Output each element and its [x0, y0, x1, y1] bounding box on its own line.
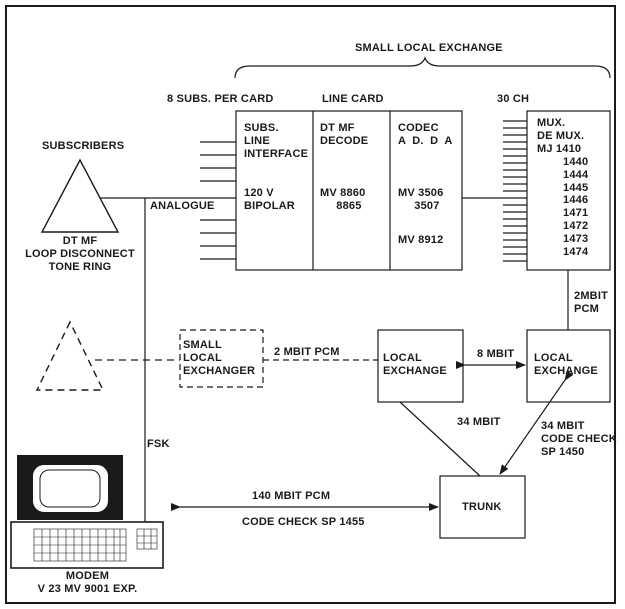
analogue-label: ANALOGUE — [150, 200, 215, 212]
diagram-frame — [5, 5, 616, 604]
codec-chip-label: MV 3506 3507 — [398, 187, 444, 212]
small-local-exchange-label: SMALL LOCAL EXCHANGE — [355, 42, 503, 54]
modem-caption: MODEM V 23 MV 9001 EXP. — [37, 570, 138, 595]
fsk-label: FSK — [147, 438, 170, 450]
link-140mbit-check-label: CODE CHECK SP 1455 — [242, 516, 365, 528]
remote-subscribers-triangle — [35, 320, 105, 391]
subscriber-line-stubs — [200, 141, 236, 260]
subscribers-caption: DT MF LOOP DISCONNECT TONE RING — [25, 235, 135, 273]
channels-label: 30 CH — [497, 93, 530, 105]
mux-link-label: 2MBIT PCM — [574, 290, 608, 315]
line-card-label: LINE CARD — [322, 93, 384, 105]
mux-channel-stubs — [503, 120, 527, 262]
codec-label: CODEC A D. D A — [398, 122, 453, 147]
link-8mbit-label: 8 MBIT — [477, 348, 515, 360]
local-exchange-1-label: LOCAL EXCHANGE — [383, 352, 447, 377]
subscribers-triangle — [40, 158, 120, 233]
line-card-box — [235, 110, 463, 271]
trunk-box — [439, 475, 526, 539]
subscribers-label: SUBSCRIBERS — [42, 140, 125, 152]
dtmf-decode-label: DT MF DECODE — [320, 122, 369, 147]
link-140mbit-label: 140 MBIT PCM — [252, 490, 331, 502]
mux-label: MUX. DE MUX. MJ 1410 1440 1444 1445 1446… — [537, 117, 589, 259]
exchange-brace — [234, 56, 611, 79]
terminal-icon — [10, 455, 164, 569]
link-34mbit-right — [499, 370, 574, 475]
small-local-exchanger-box — [179, 329, 264, 388]
subs-line-interface-label: SUBS. LINE INTERFACE — [244, 122, 309, 160]
small-local-exchanger-label: SMALL LOCAL EXCHANGER — [183, 339, 256, 377]
link-34mbit-right-label: 34 MBIT CODE CHECK SP 1450 — [541, 420, 617, 458]
bipolar-label: 120 V BIPOLAR — [244, 187, 295, 212]
codec-chip-label-2: MV 8912 — [398, 234, 444, 246]
local-exchange-2-label: LOCAL EXCHANGE — [534, 352, 598, 377]
subs-per-card-label: 8 SUBS. PER CARD — [167, 93, 274, 105]
link-34mbit-left-label: 34 MBIT — [457, 416, 501, 428]
dtmf-chip-label: MV 8860 8865 — [320, 187, 366, 212]
trunk-label: TRUNK — [462, 501, 502, 513]
link-2mbit-label: 2 MBIT PCM — [274, 346, 340, 358]
link-34mbit-left — [399, 401, 481, 477]
